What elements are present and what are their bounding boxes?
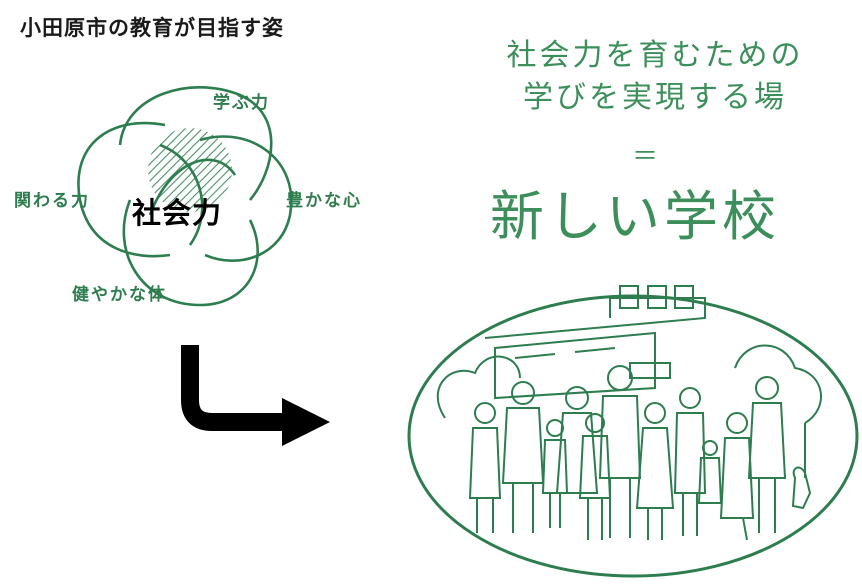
- headline-line2: 学びを実現する場: [523, 80, 787, 115]
- venn-loop-left: [77, 121, 171, 258]
- venn-loop-right: [199, 135, 293, 263]
- venn-label-right: 豊かな心: [286, 191, 362, 211]
- venn-center-hatch: [148, 128, 232, 212]
- school-community-illustration: [407, 285, 859, 578]
- equals-sign: ＝: [632, 142, 659, 172]
- new-school-heading: 新しい学校: [490, 185, 780, 248]
- venn-center-label: 社会力: [132, 196, 223, 230]
- venn-label-bottom: 健やかな体: [72, 285, 167, 305]
- venn-label-top: 学ぶ力: [213, 93, 270, 113]
- curved-arrow-icon: [181, 345, 330, 446]
- page-title: 小田原市の教育が目指す姿: [20, 16, 284, 40]
- people-group: [468, 365, 812, 541]
- headline-line1: 社会力を育むための: [506, 38, 804, 73]
- venn-label-left: 関わる力: [14, 191, 90, 211]
- venn-loop-bottom: [122, 199, 259, 307]
- venn-diagram: [77, 86, 293, 307]
- oval-frame: [407, 294, 859, 578]
- venn-loop-top: [118, 86, 273, 201]
